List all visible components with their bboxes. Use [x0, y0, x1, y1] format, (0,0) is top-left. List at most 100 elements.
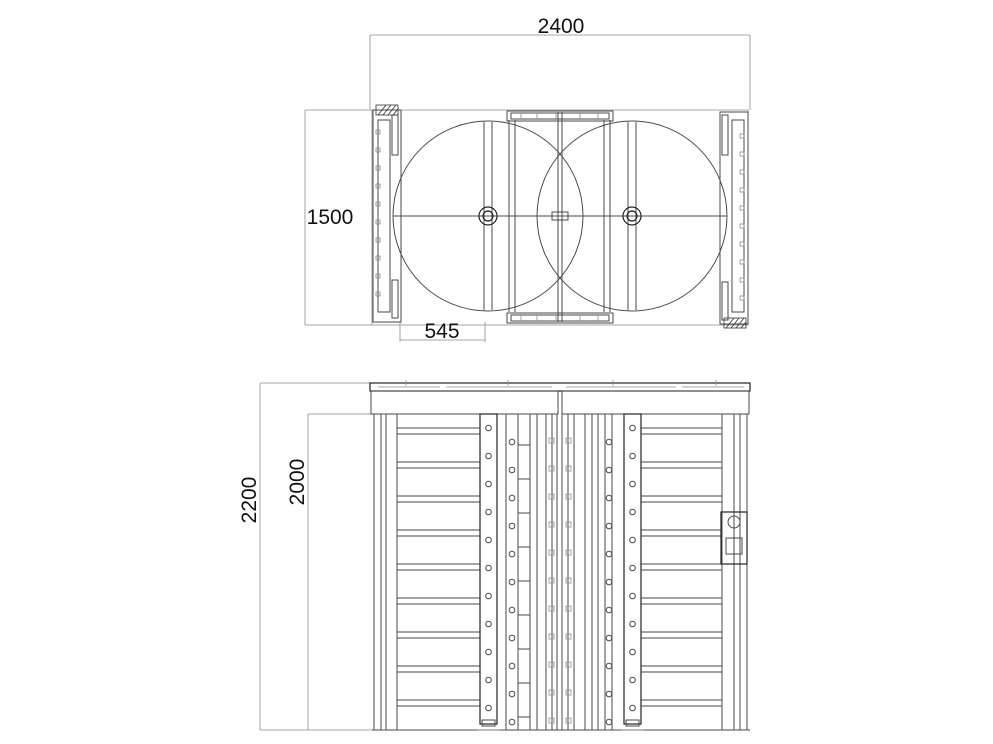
posts: [373, 414, 748, 730]
right-column-dot: [629, 508, 636, 516]
left-centre-square: [548, 521, 555, 528]
left-post-bolt: [375, 147, 381, 153]
left-centre-square: [548, 717, 555, 724]
right-centre-square: [565, 493, 572, 500]
left-column-dot: [485, 676, 492, 684]
left-arm-dot: [508, 634, 516, 642]
right-column-dot: [629, 452, 636, 460]
left-arm-dot: [508, 438, 516, 446]
right-bar: [641, 427, 722, 435]
left-bar: [397, 665, 480, 673]
right-post-bolt: [739, 295, 745, 301]
left-centre-square: [548, 577, 555, 584]
dim-height-2000: 2000: [286, 459, 309, 506]
left-column-dot: [485, 564, 492, 572]
left-column-dot: [485, 620, 492, 628]
right-centre-square: [565, 577, 572, 584]
dim-depth-1500: 1500: [307, 206, 354, 229]
left-post-bolt: [375, 165, 381, 171]
right-post-column: [719, 111, 749, 329]
right-column-dot: [629, 620, 636, 628]
right-bar: [641, 529, 722, 537]
left-centre-square: [548, 465, 555, 472]
right-centre-square: [565, 549, 572, 556]
right-post-bolt: [739, 223, 745, 229]
left-centre-square: [548, 633, 555, 640]
left-centre-square: [548, 605, 555, 612]
right-arm-dot: [605, 718, 613, 726]
right-post-bolt: [739, 151, 745, 157]
right-centre-square: [565, 605, 572, 612]
left-centre-square: [548, 689, 555, 696]
left-centre-square: [548, 549, 555, 556]
right-post-bolt: [739, 241, 745, 247]
right-bar: [641, 563, 722, 571]
left-post-bolt: [375, 219, 381, 225]
left-column-dot: [485, 480, 492, 488]
right-post-bolt: [739, 205, 745, 211]
centre-plates: [506, 110, 614, 324]
right-arm-dot: [605, 550, 613, 558]
left-bar: [397, 699, 480, 707]
dim-offset-545: 545: [424, 320, 459, 343]
right-arm-dot: [605, 494, 613, 502]
right-arm-dot: [605, 690, 613, 698]
left-column-dot: [485, 704, 492, 712]
right-arm-dot: [605, 662, 613, 670]
left-post-bolt: [375, 291, 381, 297]
left-bar: [397, 631, 480, 639]
right-bar: [641, 665, 722, 673]
left-rotor-column: [479, 413, 498, 727]
left-post-bolt: [375, 255, 381, 261]
left-bar: [397, 461, 480, 469]
right-centre-square: [565, 521, 572, 528]
left-arm-dot: [508, 662, 516, 670]
right-centre-square: [565, 465, 572, 472]
right-centre-square: [565, 661, 572, 668]
right-bar: [641, 631, 722, 639]
left-column-dot: [485, 508, 492, 516]
plan-dimension-lines: [304, 34, 751, 342]
right-bar: [641, 699, 722, 707]
left-bar: [397, 427, 480, 435]
elevation-view: 2200 2000: [238, 380, 751, 731]
right-post-bolt: [739, 277, 745, 283]
left-post-bolt: [375, 273, 381, 279]
left-post-hatch: [375, 104, 399, 116]
left-column-dot: [485, 424, 492, 432]
plan-view: 2400 1500 545: [304, 15, 751, 343]
right-arm-dot: [605, 522, 613, 530]
left-arm-dot: [508, 606, 516, 614]
left-arm-dot: [508, 550, 516, 558]
left-bar: [397, 529, 480, 537]
left-post-bolt: [375, 201, 381, 207]
right-post-hatch: [723, 317, 747, 329]
right-arm-dot: [605, 634, 613, 642]
dim-width-2400: 2400: [538, 15, 585, 38]
right-arm-dot: [605, 606, 613, 614]
left-arm-dot: [508, 522, 516, 530]
left-column-dot: [485, 648, 492, 656]
left-column-dot: [485, 536, 492, 544]
left-centre-square: [548, 493, 555, 500]
right-rotor-column: [623, 413, 642, 727]
right-arm-dot: [605, 438, 613, 446]
right-centre-square: [565, 437, 572, 444]
left-bar: [397, 495, 480, 503]
left-post-column: [372, 104, 402, 323]
right-rotor: [536, 120, 728, 312]
right-column-dot: [629, 704, 636, 712]
left-post-bolt: [375, 129, 381, 135]
card-reader-box: [720, 511, 748, 565]
right-arm-dot: [605, 578, 613, 586]
right-column-dot: [629, 480, 636, 488]
left-arm-dot: [508, 466, 516, 474]
right-arm-dot: [605, 466, 613, 474]
left-bar: [397, 597, 480, 605]
left-post-bolt: [375, 183, 381, 189]
left-centre-square: [548, 661, 555, 668]
right-centre-square: [565, 689, 572, 696]
horizontal-bars: [397, 427, 722, 718]
left-arm-dot: [508, 718, 516, 726]
